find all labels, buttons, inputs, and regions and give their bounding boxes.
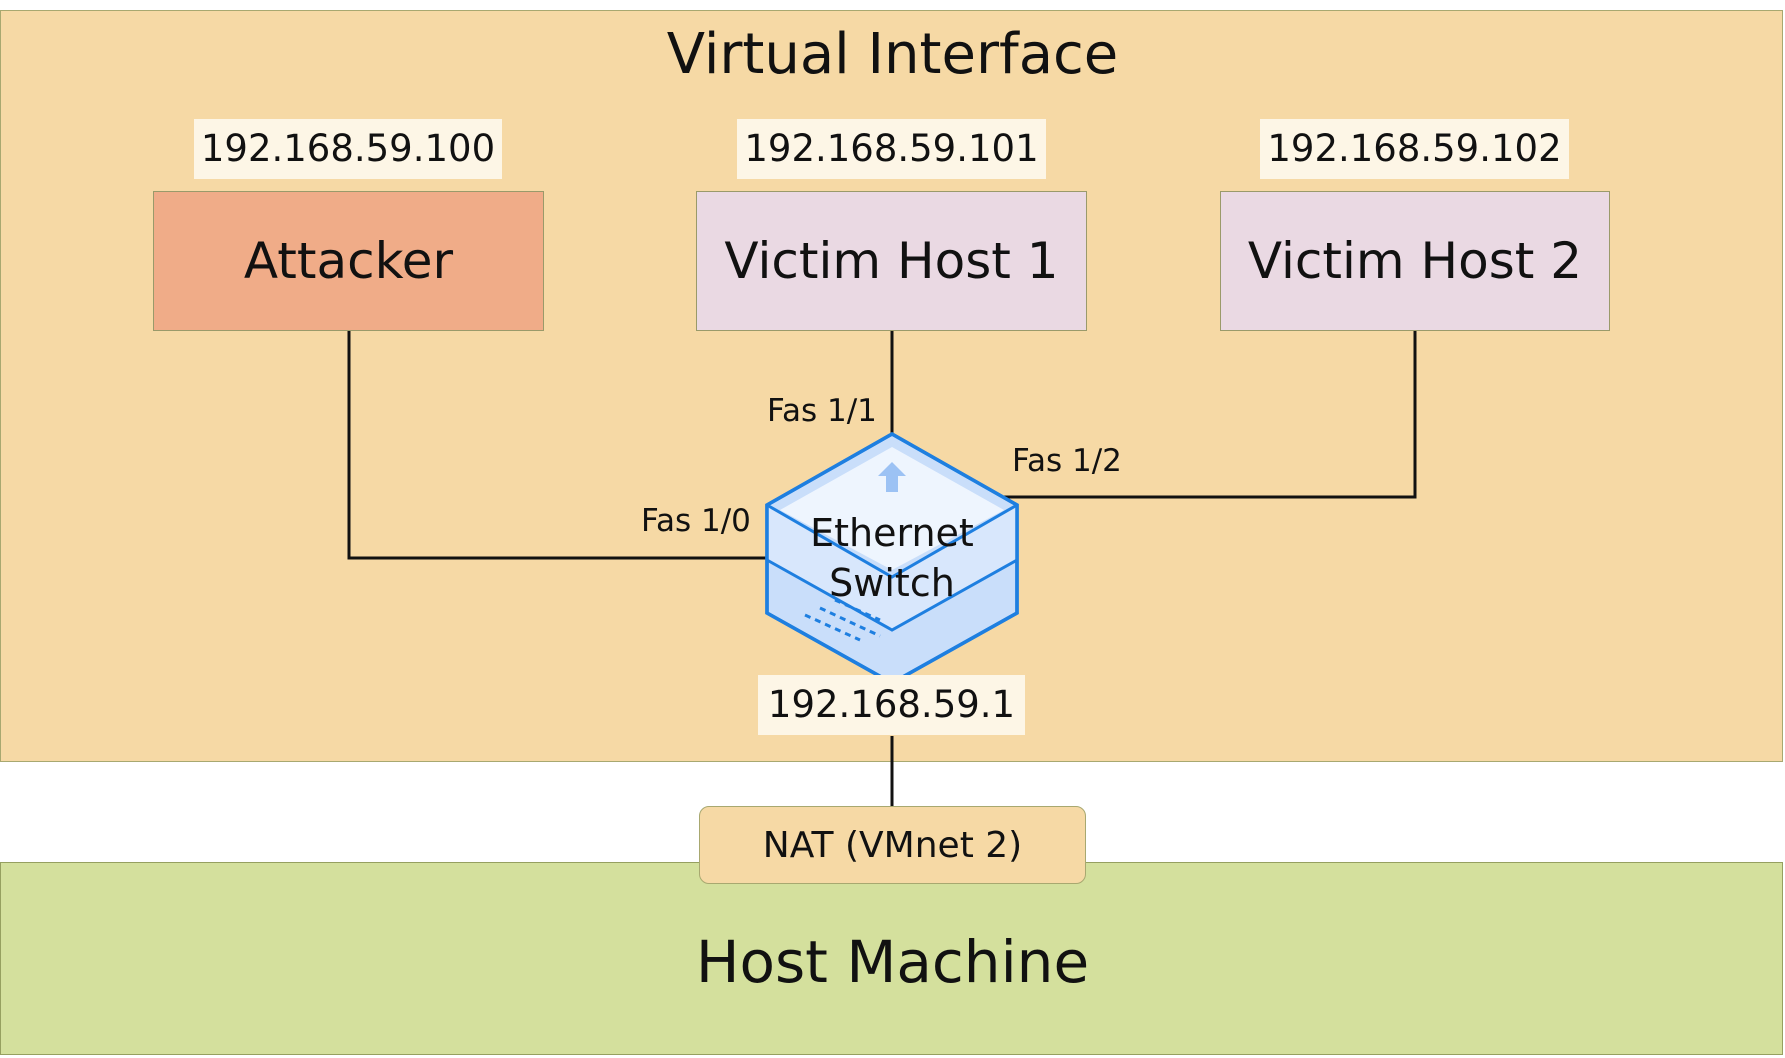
- host-machine-title: Host Machine: [695, 928, 1090, 996]
- victim-host-2-node: Victim Host 2: [1220, 191, 1610, 331]
- ethernet-switch-label: Ethernet Switch: [780, 508, 1004, 608]
- host-machine-zone: [0, 862, 1783, 1055]
- victim1-ip-label: 192.168.59.101: [737, 119, 1046, 179]
- port-label-fas-1-2: Fas 1/2: [1012, 443, 1122, 479]
- victim-host-2-label: Victim Host 2: [1247, 232, 1583, 290]
- victim-host-1-label: Victim Host 1: [724, 232, 1059, 290]
- port-label-fas-1-1: Fas 1/1: [767, 393, 877, 429]
- switch-ip-label: 192.168.59.1: [758, 675, 1025, 735]
- victim2-ip-label: 192.168.59.102: [1260, 119, 1569, 179]
- nat-label: NAT (VMnet 2): [762, 824, 1023, 866]
- attacker-label: Attacker: [243, 232, 454, 290]
- link-attacker-switch: [347, 331, 766, 560]
- ethernet-switch-icon: [765, 431, 1019, 686]
- attacker-ip-label: 192.168.59.100: [194, 119, 502, 179]
- virtual-interface-title: Virtual Interface: [666, 22, 1119, 87]
- nat-vmnet-node: NAT (VMnet 2): [699, 806, 1086, 884]
- switch-label-line1: Ethernet: [810, 511, 974, 555]
- link-victim2-switch: [1000, 331, 1417, 499]
- victim-host-1-node: Victim Host 1: [696, 191, 1087, 331]
- switch-label-line2: Switch: [829, 561, 955, 605]
- port-label-fas-1-0: Fas 1/0: [641, 503, 751, 539]
- attacker-node: Attacker: [153, 191, 544, 331]
